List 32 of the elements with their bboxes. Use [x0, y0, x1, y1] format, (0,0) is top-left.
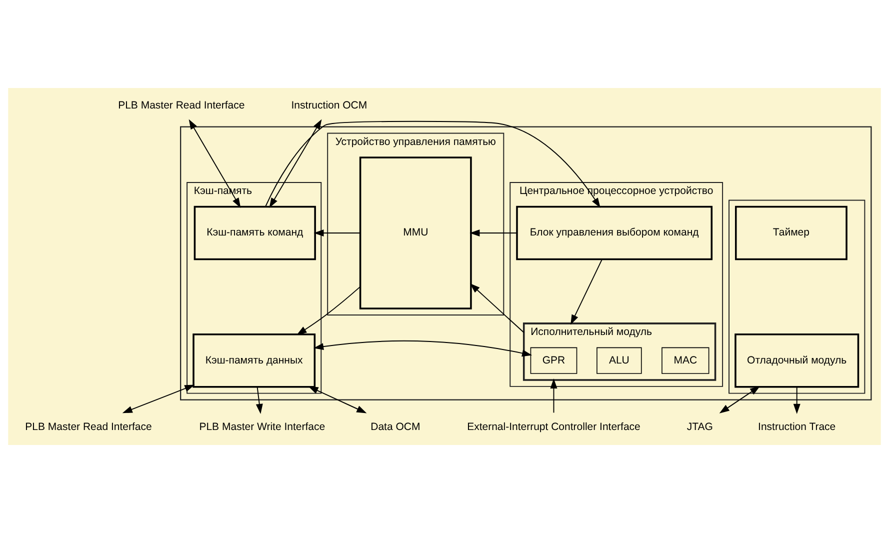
arrow	[550, 378, 558, 414]
node-box: MAC	[662, 347, 710, 374]
node-box: Таймер	[734, 206, 848, 260]
node-box: Кэш-память команд	[194, 206, 316, 260]
node-box: GPR	[530, 347, 578, 374]
node-text: JTAG	[686, 420, 713, 433]
node-box: Отладочный модуль	[734, 333, 860, 388]
arrow	[296, 286, 361, 335]
node-text: PLB Master Read Interface	[25, 420, 152, 433]
arrow	[188, 119, 241, 208]
arrow	[314, 340, 532, 357]
arrow	[470, 229, 518, 236]
arrow	[308, 386, 367, 414]
arrow	[570, 258, 603, 325]
arrow	[793, 386, 800, 414]
arrow	[314, 229, 361, 236]
node-text: PLB Master Read Interface	[118, 100, 245, 112]
node-text: Instruction OCM	[291, 100, 368, 112]
node-box: Блок управления выбором команд	[516, 206, 713, 260]
node-box: ALU	[596, 347, 642, 374]
node-text: PLB Master Write Interface	[199, 420, 326, 433]
arrow	[719, 386, 760, 414]
node-text: Data OCM	[370, 420, 420, 433]
node-text: External-Interrupt Controller Interface	[467, 420, 640, 433]
arrow	[265, 120, 600, 208]
node-box: MMU	[359, 156, 472, 310]
arrow	[269, 119, 322, 208]
node-text: Instruction Trace	[758, 420, 836, 433]
arrow	[470, 283, 524, 334]
arrow	[256, 386, 263, 414]
node-box: Кэш-память данных	[192, 333, 316, 388]
arrow	[122, 384, 195, 414]
